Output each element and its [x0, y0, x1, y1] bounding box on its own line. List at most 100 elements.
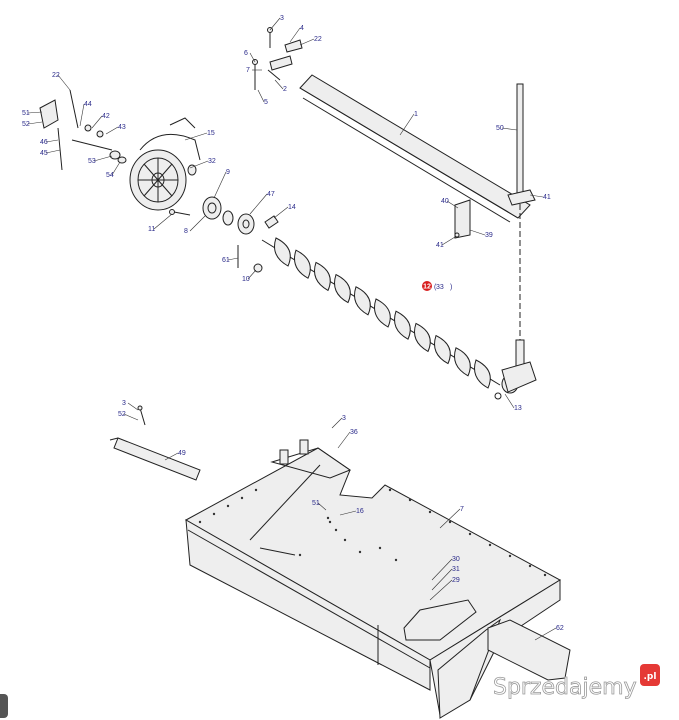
- bolt-hole: [298, 553, 302, 557]
- callout-c54: 54: [106, 172, 114, 179]
- bolt-hole: [528, 564, 532, 568]
- callout-c53: 53: [88, 158, 96, 165]
- pulley-wheel-part: [129, 117, 201, 211]
- leader-c8: [189, 215, 206, 232]
- top-bolts-group: [252, 27, 303, 90]
- bolt-hole: [226, 504, 230, 508]
- leader-lines: [27, 17, 557, 641]
- callout-c41a: 41: [543, 194, 551, 201]
- callout-c22a: 22: [314, 36, 322, 43]
- callout-c3b: 3: [122, 400, 126, 407]
- leader-c45: [45, 149, 61, 154]
- callout-c14: 14: [288, 204, 296, 211]
- leader-c52b: [123, 413, 139, 421]
- bolt-hole: [358, 550, 362, 554]
- auger-flight: [474, 359, 491, 389]
- hopper-bolt-holes: [198, 488, 547, 577]
- callout-c49: 49: [178, 450, 186, 457]
- watermark-badge: .pl: [644, 672, 657, 682]
- bolt-hole: [543, 573, 547, 577]
- leader-c2: [274, 79, 284, 90]
- rail-part: [109, 405, 201, 481]
- callout-c11: 11: [148, 226, 155, 233]
- watermark-badge-icon: [640, 664, 660, 686]
- callout-c44: 44: [84, 101, 92, 108]
- callout-c51b: 51: [312, 500, 320, 507]
- bolt-hole: [468, 532, 472, 536]
- watermark: Sprzedajemy .pl: [493, 664, 660, 700]
- callout-c52b: 52: [118, 411, 126, 418]
- callout-c51a: 51: [22, 110, 30, 117]
- leader-c30: [431, 558, 453, 581]
- auger-flight: [314, 261, 331, 292]
- bolt-hole: [198, 520, 202, 524]
- leader-c53: [93, 155, 113, 162]
- callout-c15: 15: [207, 130, 215, 137]
- auger-flight: [274, 237, 291, 267]
- bolt-hole: [394, 558, 398, 562]
- bolt-hole: [328, 520, 332, 524]
- leader-c39: [469, 229, 486, 236]
- bolt-hole: [508, 554, 512, 558]
- auger-flight: [454, 347, 471, 377]
- bolt-hole: [343, 538, 347, 542]
- leader-c51a: [27, 111, 43, 114]
- leader-c40: [446, 200, 459, 209]
- callout-c62: 62: [556, 625, 564, 632]
- leader-c7b: [439, 508, 461, 529]
- callout-c42: 42: [102, 113, 110, 120]
- trough-cover-part: [299, 74, 531, 223]
- callout-c43: 43: [118, 124, 126, 131]
- callout-labels: 3422672515022515244424346455354153294714…: [22, 15, 564, 632]
- leader-c36: [337, 431, 351, 449]
- corner-tab: [0, 694, 8, 718]
- vertical-shaft-part: [515, 83, 525, 381]
- bolt-hole: [488, 543, 492, 547]
- leader-c54: [111, 161, 121, 176]
- callout-c7a: 7: [246, 67, 250, 74]
- highlighted-callout: 12 ( ): [422, 281, 452, 291]
- watermark-text: Sprzedajemy: [493, 675, 637, 700]
- bolt-hole: [254, 488, 258, 492]
- auger-flight: [394, 310, 411, 340]
- left-small-parts-group: [39, 89, 127, 171]
- callout-c4: 4: [300, 25, 304, 32]
- bolt-hole: [240, 496, 244, 500]
- auger-flight: [334, 273, 351, 304]
- leader-c4: [289, 27, 301, 43]
- callout-c13: 13: [514, 405, 522, 412]
- leader-c11: [153, 213, 173, 230]
- highlight-marker: [422, 281, 432, 291]
- leader-c61: [227, 257, 239, 261]
- callout-c7b: 7: [460, 506, 464, 513]
- leader-c16: [339, 510, 357, 516]
- highlight-bracket-close: ): [450, 284, 452, 291]
- auger-flight: [374, 298, 391, 328]
- auger-flight: [414, 322, 431, 353]
- leader-c22a: [299, 38, 315, 46]
- callout-c31: 31: [452, 566, 460, 573]
- leader-c3c: [331, 417, 343, 429]
- leader-c10: [247, 269, 257, 280]
- callout-c29: 29: [452, 577, 460, 584]
- bolt-hole: [334, 528, 338, 532]
- leader-c41b: [441, 236, 456, 246]
- leader-c44: [79, 103, 85, 127]
- callout-c47: 47: [267, 191, 275, 198]
- leader-c13: [504, 393, 515, 409]
- callout-c6: 6: [244, 50, 248, 57]
- auger-flight: [354, 286, 371, 316]
- callout-c22b: 22: [52, 72, 60, 79]
- bolt-hole: [388, 488, 392, 492]
- leader-c47: [249, 193, 268, 215]
- leader-c3b: [127, 402, 139, 411]
- callout-c3c: 3: [342, 415, 346, 422]
- bolt-hole: [326, 516, 330, 520]
- highlight-bracket-open: (: [434, 284, 437, 291]
- callout-c30: 30: [452, 556, 460, 563]
- callout-c41b: 41: [436, 242, 444, 249]
- leader-c31: [431, 568, 453, 591]
- leader-c3a: [269, 17, 281, 31]
- callout-c16: 16: [356, 508, 364, 515]
